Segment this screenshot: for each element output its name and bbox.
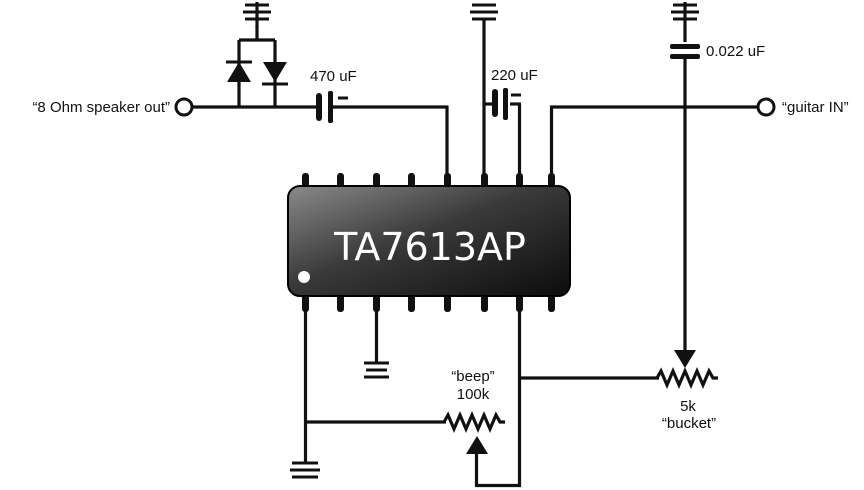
- pot-beep-value: 100k: [457, 386, 490, 403]
- pin1-ground-branch: [303, 310, 446, 462]
- ground-icon: [470, 3, 498, 21]
- bucket-wiper-arrow-icon: [674, 350, 696, 368]
- chip-body: [287, 185, 571, 297]
- ground-icon: [243, 2, 271, 28]
- speaker-output-branch: [193, 105, 449, 176]
- pot-bucket-name: “bucket”: [662, 415, 716, 432]
- capacitor-0022uf-label: 0.022 uF: [706, 43, 765, 60]
- diode-down-icon: [262, 62, 288, 86]
- ground-icon: [364, 310, 389, 379]
- capacitor-0022uf: [670, 44, 700, 59]
- pin1-dot: [298, 271, 310, 283]
- pot-bucket: [517, 310, 718, 487]
- diode-up-icon: [226, 60, 252, 82]
- pot-bucket-value: 5k: [680, 398, 696, 415]
- capacitor-470uf-label: 470 uF: [310, 68, 357, 85]
- ground-icon: [671, 2, 699, 42]
- capacitor-220uf: [492, 88, 521, 120]
- guitar-in-terminal[interactable]: [756, 97, 776, 117]
- ground-icon: [290, 461, 320, 479]
- capacitor-220uf-label: 220 uF: [491, 67, 538, 84]
- chip-part-number: TA7613AP: [333, 225, 526, 269]
- beep-wiper-arrow-icon: [466, 436, 488, 454]
- pot-beep-name: “beep”: [451, 368, 494, 385]
- capacitor-220uf-branch: [484, 102, 522, 176]
- speaker-out-label: “8 Ohm speaker out”: [32, 99, 170, 116]
- guitar-input-branch: [549, 105, 757, 176]
- guitar-in-label: “guitar IN”: [782, 99, 849, 116]
- diode-pair: [226, 26, 288, 107]
- capacitor-470uf: [316, 91, 348, 123]
- ic-chip: TA7613AP: [287, 173, 571, 312]
- speaker-out-terminal[interactable]: [174, 97, 194, 117]
